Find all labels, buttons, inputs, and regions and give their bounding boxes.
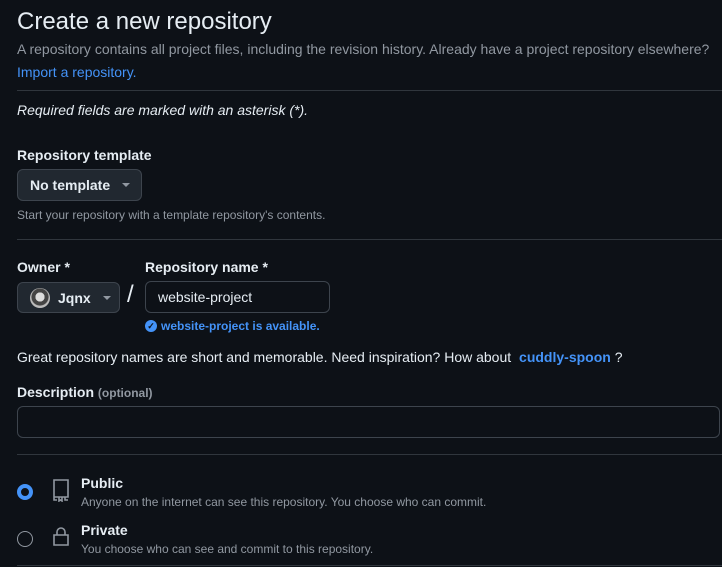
check-circle-icon: ✓: [145, 320, 157, 332]
description-input[interactable]: [17, 406, 720, 438]
owner-dropdown[interactable]: Jqnx: [17, 282, 120, 313]
avatar: [30, 287, 50, 308]
public-help: Anyone on the internet can see this repo…: [81, 495, 487, 509]
required-note: Required fields are marked with an aster…: [17, 102, 309, 118]
divider: [17, 239, 722, 240]
repo-name-status-text: website-project is available.: [161, 319, 320, 333]
page-subtitle: A repository contains all project files,…: [17, 41, 710, 57]
page-title: Create a new repository: [17, 8, 272, 35]
public-radio[interactable]: [17, 484, 33, 500]
private-label: Private: [81, 522, 128, 538]
repo-name-input[interactable]: website-project: [145, 281, 330, 313]
inspiration-suffix: ?: [614, 349, 623, 365]
template-help: Start your repository with a template re…: [17, 208, 326, 222]
description-label: Description (optional): [17, 384, 153, 400]
template-value: No template: [30, 177, 111, 193]
private-help: You choose who can see and commit to thi…: [81, 542, 374, 556]
description-label-text: Description: [17, 384, 95, 400]
inspiration-text: Great repository names are short and mem…: [17, 349, 623, 365]
chevron-down-icon: [102, 295, 111, 300]
chevron-down-icon: [122, 183, 131, 187]
divider: [17, 90, 722, 91]
template-dropdown[interactable]: No template: [17, 169, 142, 201]
public-label: Public: [81, 475, 124, 491]
owner-value: Jqnx: [58, 289, 91, 306]
optional-tag: (optional): [97, 386, 153, 400]
template-label: Repository template: [17, 147, 152, 163]
private-radio[interactable]: [17, 531, 33, 547]
inspiration-message: Great repository names are short and mem…: [17, 349, 512, 365]
repo-name-status: ✓ website-project is available.: [145, 319, 320, 333]
divider: [17, 454, 722, 455]
repo-name-label: Repository name *: [145, 259, 268, 275]
owner-repo-separator: /: [127, 281, 134, 308]
import-repository-link[interactable]: Import a repository.: [17, 64, 137, 80]
owner-label: Owner *: [17, 259, 70, 275]
lock-icon: [53, 527, 69, 546]
divider: [17, 565, 722, 566]
suggested-name-link[interactable]: cuddly-spoon: [519, 349, 611, 365]
repo-icon: [53, 479, 69, 502]
